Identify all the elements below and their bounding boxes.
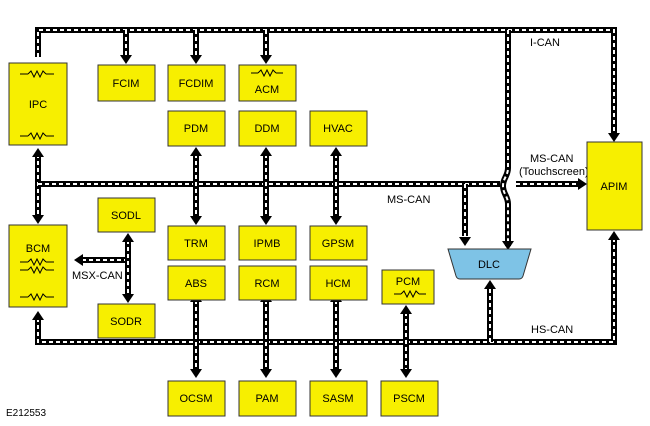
module-hcm: HCM: [309, 265, 368, 301]
module-fcdim: FCDIM: [167, 64, 226, 102]
module-sasm: SASM: [309, 380, 368, 417]
hscan-label: HS-CAN: [531, 324, 573, 336]
module-abs: ABS: [167, 265, 226, 301]
module-ddm-label: DDM: [254, 123, 279, 135]
module-fcim-label: FCIM: [113, 78, 140, 90]
module-acm-label: ACM: [255, 84, 279, 96]
module-gpsm: GPSM: [309, 225, 368, 261]
module-pdm-label: PDM: [184, 123, 208, 135]
module-trm-label: TRM: [184, 238, 208, 250]
module-ipc: IPC: [8, 62, 68, 146]
dlc-label: DLC: [478, 259, 500, 271]
module-hcm-label: HCM: [325, 278, 350, 290]
module-trm: TRM: [167, 225, 226, 261]
module-hvac-label: HVAC: [323, 123, 353, 135]
module-ocsm-label: OCSM: [180, 393, 213, 405]
module-ddm: DDM: [238, 110, 297, 147]
module-bcm: BCM: [8, 224, 68, 308]
bus-lines: [35, 27, 617, 372]
ican-label: I-CAN: [530, 37, 560, 49]
module-sasm-label: SASM: [322, 393, 353, 405]
module-fcdim-label: FCDIM: [179, 78, 214, 90]
msxcan-label: MSX-CAN: [72, 270, 123, 282]
module-hvac: HVAC: [309, 110, 368, 147]
module-pcm-label: PCM: [396, 276, 420, 288]
mscan-label: MS-CAN: [387, 194, 430, 206]
dlc-connector: DLC: [447, 248, 532, 280]
mscan-touchscreen-label: MS-CAN: [530, 153, 573, 165]
module-bcm-label: BCM: [26, 243, 50, 255]
module-sodl-label: SODL: [111, 210, 141, 222]
module-acm: ACM: [238, 64, 297, 102]
module-ipc-label: IPC: [29, 99, 47, 111]
module-apim-label: APIM: [601, 181, 628, 193]
module-pam: PAM: [238, 380, 297, 417]
module-pcm: PCM: [381, 269, 435, 305]
module-pscm: PSCM: [380, 380, 439, 417]
figure-id: E212553: [6, 408, 46, 419]
mscan-touchscreen-sublabel: (Touchscreen): [519, 166, 589, 178]
module-ipmb-label: IPMB: [254, 238, 281, 250]
module-rcm: RCM: [238, 265, 297, 301]
module-pam-label: PAM: [255, 393, 278, 405]
module-apim: APIM: [586, 141, 643, 231]
module-ocsm: OCSM: [167, 380, 226, 417]
module-fcim: FCIM: [97, 64, 156, 102]
module-rcm-label: RCM: [254, 278, 279, 290]
module-abs-label: ABS: [185, 278, 207, 290]
module-sodl: SODL: [97, 197, 156, 233]
module-pdm: PDM: [167, 110, 226, 147]
module-ipmb: IPMB: [238, 225, 297, 261]
module-pscm-label: PSCM: [393, 393, 425, 405]
module-sodr-label: SODR: [110, 316, 142, 328]
module-gpsm-label: GPSM: [322, 238, 354, 250]
module-sodr: SODR: [97, 303, 156, 339]
